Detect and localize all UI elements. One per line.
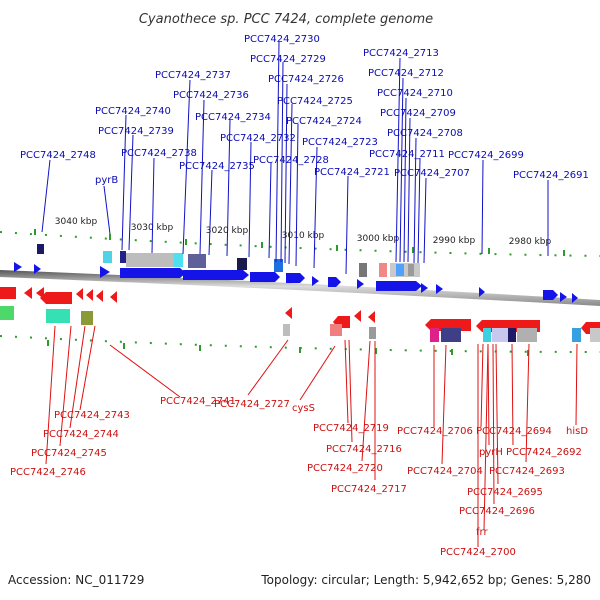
forward-feature-boxes bbox=[37, 244, 420, 277]
gene-label[interactable]: PCC7424_2735 bbox=[179, 161, 255, 172]
gene-label[interactable]: PCC7424_2734 bbox=[195, 112, 271, 123]
gene-label[interactable]: PCC7424_2745 bbox=[31, 448, 107, 459]
reverse-gene-labels: PCC7424_2741 PCC7424_2727 cysS PCC7424_2… bbox=[10, 396, 588, 558]
gene-label[interactable]: PCC7424_2748 bbox=[20, 150, 96, 161]
gene-label[interactable]: PCC7424_2746 bbox=[10, 467, 86, 478]
gene-label[interactable]: PCC7424_2729 bbox=[250, 54, 326, 65]
genome-backbone bbox=[0, 270, 600, 306]
outer-track-top bbox=[0, 231, 600, 257]
gene-label[interactable]: PCC7424_2692 bbox=[506, 447, 582, 458]
gene-label[interactable]: PCC7424_2707 bbox=[394, 168, 470, 179]
gene-label[interactable]: PCC7424_2730 bbox=[244, 34, 320, 45]
gene-label[interactable]: PCC7424_2711 bbox=[369, 149, 445, 160]
gene-label[interactable]: PCC7424_2704 bbox=[407, 466, 483, 477]
gene-label[interactable]: PCC7424_2694 bbox=[476, 426, 552, 437]
gene-label[interactable]: PCC7424_2739 bbox=[98, 126, 174, 137]
gene-label[interactable]: PCC7424_2706 bbox=[397, 426, 473, 437]
gene-label[interactable]: PCC7424_2717 bbox=[331, 484, 407, 495]
gene-label[interactable]: PCC7424_2741 bbox=[160, 396, 236, 407]
gene-label[interactable]: PCC7424_2696 bbox=[459, 506, 535, 517]
forward-gene-labels: PCC7424_2730 PCC7424_2729 PCC7424_2726 P… bbox=[20, 34, 589, 186]
gene-label[interactable]: PCC7424_2736 bbox=[173, 90, 249, 101]
gene-label[interactable]: PCC7424_2720 bbox=[307, 463, 383, 474]
gene-label[interactable]: pyrB bbox=[95, 175, 118, 186]
genome-summary-text: Topology: circular; Length: 5,942,652 bp… bbox=[261, 573, 591, 587]
gene-label[interactable]: PCC7424_2740 bbox=[95, 106, 171, 117]
tick-label: 3040 kbp bbox=[55, 217, 98, 227]
tick-label: 2980 kbp bbox=[509, 237, 552, 247]
reverse-gene-arrows bbox=[0, 287, 600, 334]
gene-label[interactable]: PCC7424_2716 bbox=[326, 444, 402, 455]
gene-label[interactable]: PCC7424_2724 bbox=[286, 116, 362, 127]
scale-tick-marks bbox=[34, 229, 565, 356]
gene-label[interactable]: hisD bbox=[566, 426, 588, 437]
gene-label[interactable]: PCC7424_2693 bbox=[489, 466, 565, 477]
gene-label[interactable]: PCC7424_2732 bbox=[220, 133, 296, 144]
reverse-leader-lines bbox=[45, 325, 578, 547]
gene-label[interactable]: PCC7424_2725 bbox=[277, 96, 353, 107]
gene-label[interactable]: cysS bbox=[292, 403, 315, 414]
gene-label[interactable]: PCC7424_2712 bbox=[368, 68, 444, 79]
gene-label[interactable]: PCC7424_2743 bbox=[54, 410, 130, 421]
gene-label[interactable]: PCC7424_2700 bbox=[440, 547, 516, 558]
reverse-feature-boxes bbox=[0, 306, 600, 342]
gene-label[interactable]: PCC7424_2728 bbox=[253, 155, 329, 166]
gene-label[interactable]: PCC7424_2721 bbox=[314, 167, 390, 178]
forward-gene-arrows bbox=[14, 262, 578, 303]
gene-label[interactable]: PCC7424_2719 bbox=[313, 423, 389, 434]
gene-label[interactable]: PCC7424_2738 bbox=[121, 148, 197, 159]
gene-label[interactable]: PCC7424_2710 bbox=[377, 88, 453, 99]
gene-label[interactable]: frr bbox=[476, 527, 488, 538]
gene-label[interactable]: pyrH bbox=[479, 447, 503, 458]
gene-label[interactable]: PCC7424_2726 bbox=[268, 74, 344, 85]
accession-text: Accession: NC_011729 bbox=[8, 573, 145, 587]
gene-label[interactable]: PCC7424_2695 bbox=[467, 487, 543, 498]
gene-label[interactable]: PCC7424_2709 bbox=[380, 108, 456, 119]
tick-label: 2990 kbp bbox=[433, 236, 476, 246]
gene-label[interactable]: PCC7424_2708 bbox=[387, 128, 463, 139]
gene-label[interactable]: PCC7424_2699 bbox=[448, 150, 524, 161]
map-title: Cyanothece sp. PCC 7424, complete genome bbox=[139, 12, 433, 27]
gene-label[interactable]: PCC7424_2737 bbox=[155, 70, 231, 81]
forward-leader-lines bbox=[41, 41, 549, 275]
gene-label[interactable]: PCC7424_2713 bbox=[363, 48, 439, 59]
gene-label[interactable]: PCC7424_2744 bbox=[43, 429, 119, 440]
tick-label: 3000 kbp bbox=[357, 234, 400, 244]
tick-label: 3010 kbp bbox=[282, 231, 325, 241]
gene-label[interactable]: PCC7424_2723 bbox=[302, 137, 378, 148]
gene-label[interactable]: PCC7424_2727 bbox=[214, 399, 290, 410]
gene-label[interactable]: PCC7424_2691 bbox=[513, 170, 589, 181]
